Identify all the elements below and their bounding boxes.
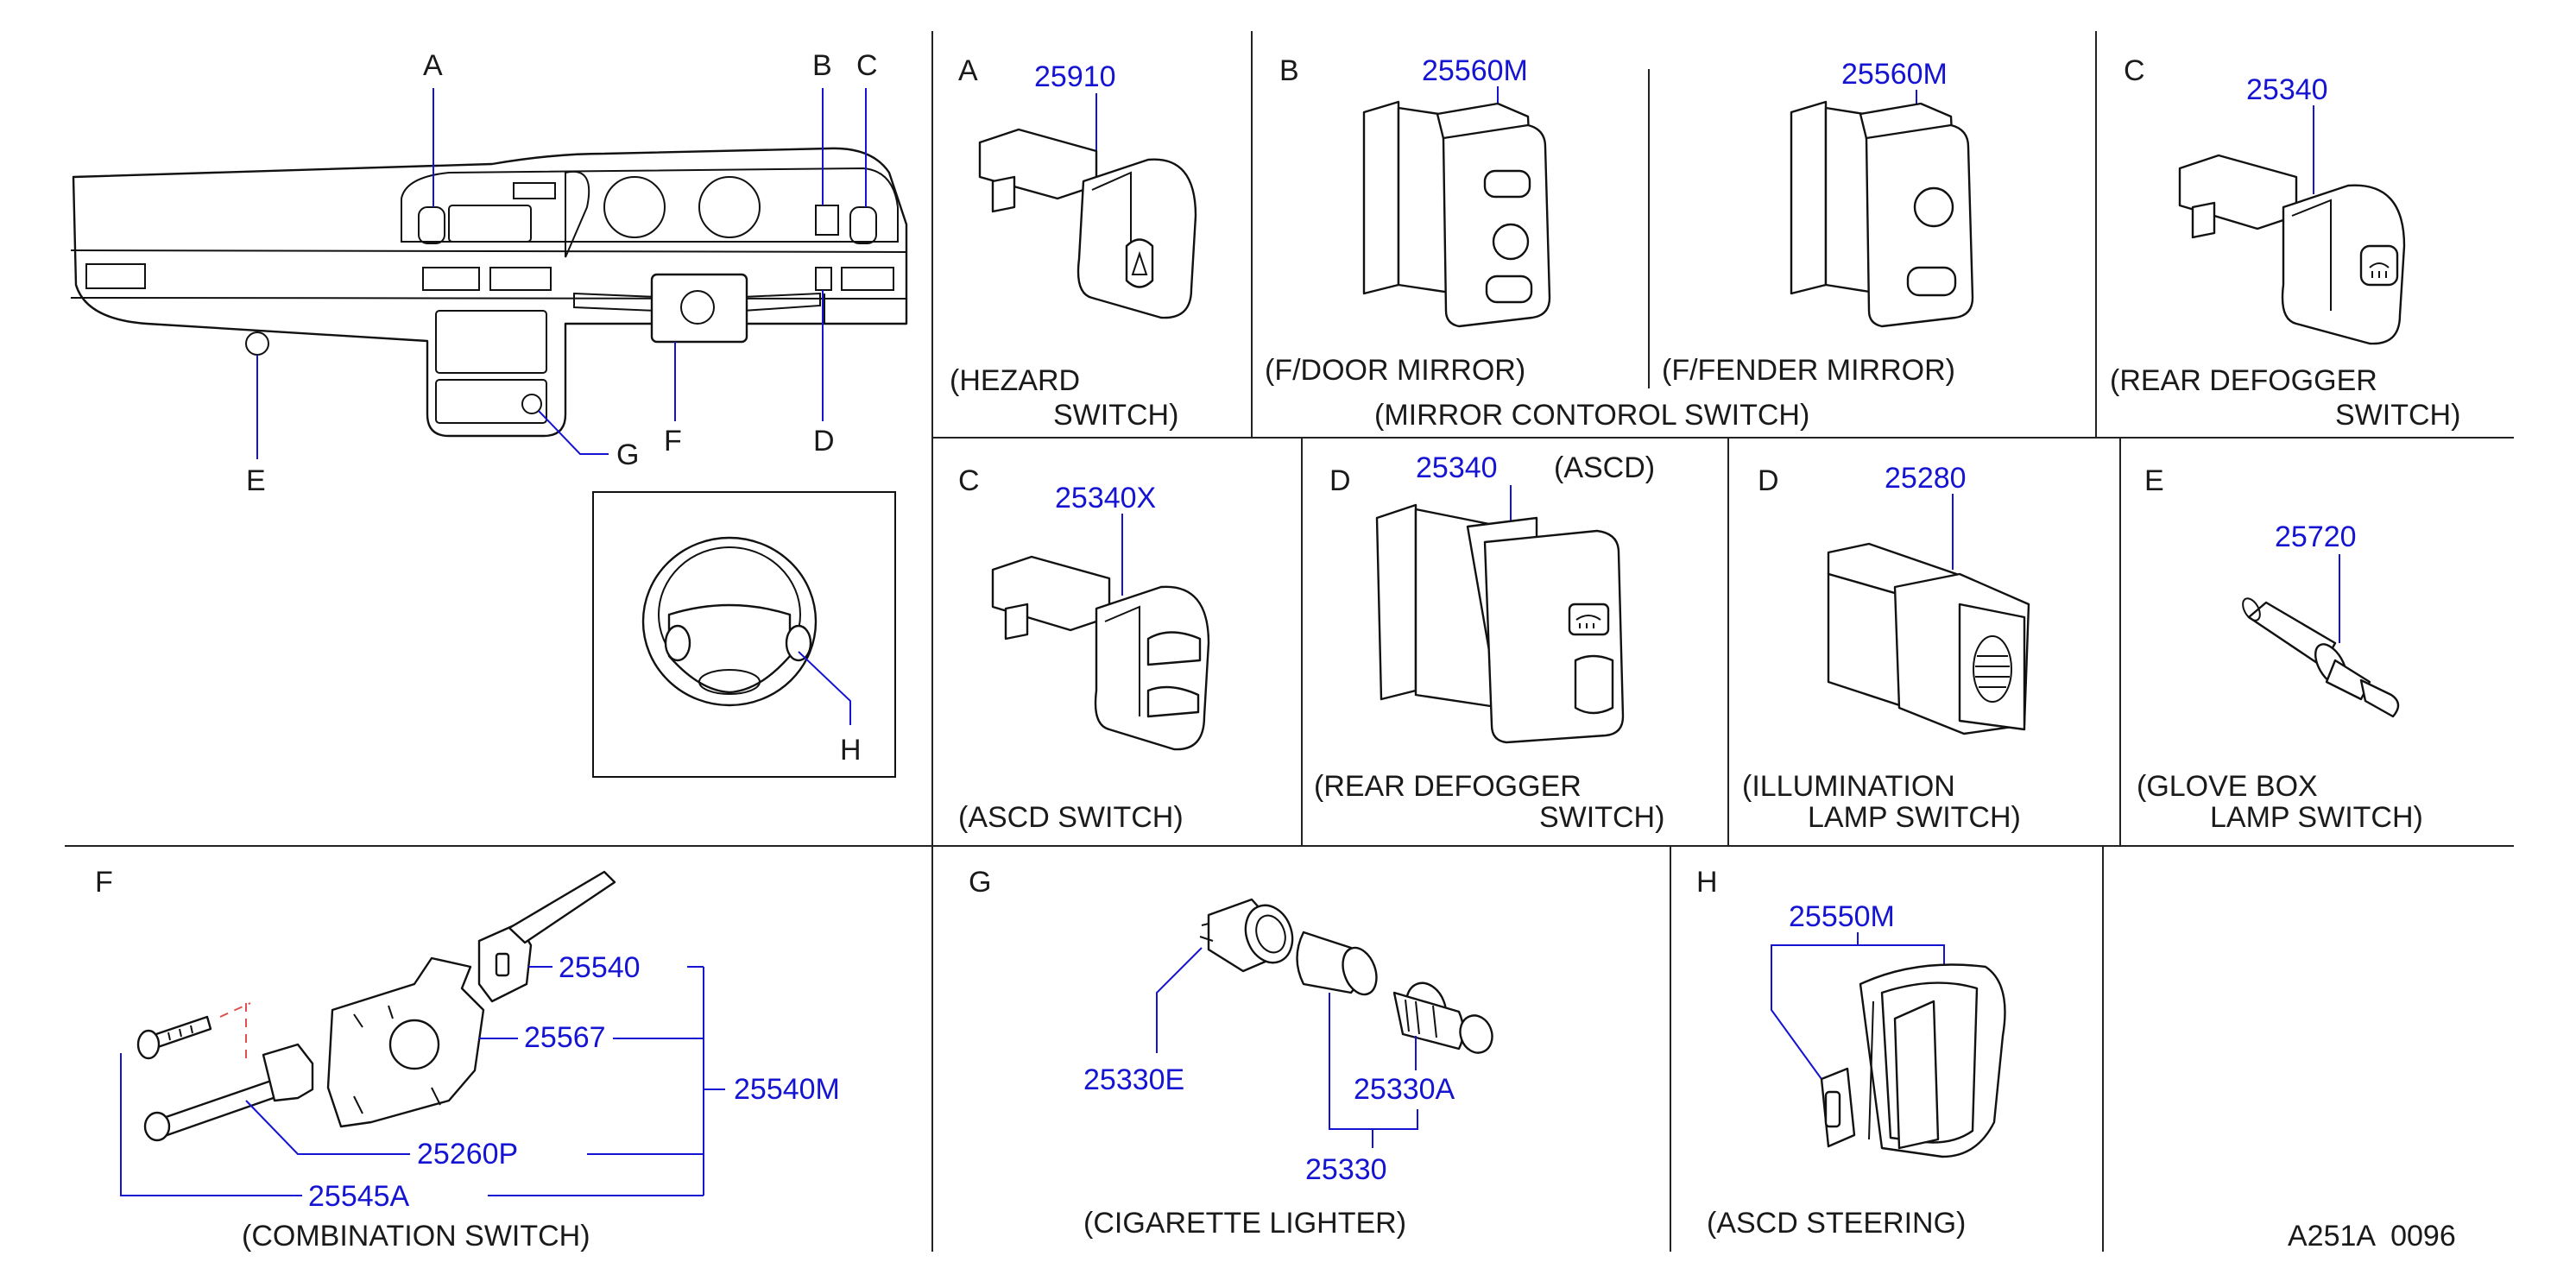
panel-letter: E xyxy=(2144,464,2164,497)
ascd-note: (ASCD) xyxy=(1554,451,1655,484)
panel-glove-box-switch: E 25720 (GLOVE BOX LAMP SWITCH) xyxy=(2137,464,2423,834)
dashboard-outline xyxy=(72,147,908,438)
panel-rear-defogger-d: D 25340 (ASCD) (REAR DEFOGGER SWITCH) xyxy=(1314,451,1664,834)
caption-line-1: (HEZARD xyxy=(950,364,1080,397)
part-number-25340x: 25340X xyxy=(1055,482,1156,514)
panel-letter: A xyxy=(958,54,978,87)
panel-cigarette-lighter: G 25330E 25330A 25330 (CIGARETTE LIGHTER… xyxy=(969,866,1493,1240)
panel-letter: B xyxy=(1279,54,1299,87)
overview-letter-d: D xyxy=(813,425,835,458)
part-number-25540m: 25540M xyxy=(734,1073,840,1106)
overview-letter-b: B xyxy=(812,49,832,82)
panel-ascd-switch: C 25340X (ASCD SWITCH) xyxy=(958,464,1210,834)
steering-wheel-inset: H xyxy=(592,491,896,778)
caption-line-1: (REAR DEFOGGER xyxy=(1314,770,1582,803)
part-number-25260p: 25260P xyxy=(417,1138,518,1171)
part-number-25567: 25567 xyxy=(524,1021,606,1054)
panel-letter: D xyxy=(1758,464,1779,497)
caption: (F/DOOR MIRROR) xyxy=(1265,354,1525,387)
caption-line-2: SWITCH) xyxy=(1053,399,1178,432)
overview-letter-a: A xyxy=(423,49,443,82)
panel-letter: C xyxy=(2124,54,2145,87)
caption-line-2: LAMP SWITCH) xyxy=(2210,801,2423,834)
caption-line-2: SWITCH) xyxy=(2335,399,2460,432)
part-number-25720: 25720 xyxy=(2275,521,2357,553)
panel-grid xyxy=(65,31,2514,1252)
mirror-group-caption: (MIRROR CONTOROL SWITCH) xyxy=(1374,399,1809,432)
part-number-25560m-fender: 25560M xyxy=(1841,58,1948,91)
part-number-25340-ascd: 25340 xyxy=(1416,451,1498,484)
panel-letter: D xyxy=(1329,464,1351,497)
part-number-25330: 25330 xyxy=(1305,1153,1387,1186)
overview-letter-c: C xyxy=(856,49,878,82)
dashboard-overview: A B C D E F G xyxy=(70,49,908,497)
panel-fender-mirror-switch: 25560M (F/FENDER MIRROR) xyxy=(1662,58,1974,387)
panel-hazard-switch: A 25910 (HEZARD SWITCH) xyxy=(950,54,1197,432)
overview-letter-g: G xyxy=(616,439,639,471)
caption-line-1: (GLOVE BOX xyxy=(2137,770,2318,803)
caption-line-1: (REAR DEFOGGER xyxy=(2110,364,2377,397)
part-number-25545a: 25545A xyxy=(308,1180,410,1213)
panel-illumination-switch: D 25280 (ILLUMINATION LAMP SWITCH) xyxy=(1742,462,2030,834)
part-number-25330a: 25330A xyxy=(1354,1073,1455,1106)
overview-letter-f: F xyxy=(664,425,682,458)
panel-door-mirror-switch: B 25560M (F/DOOR MIRROR) xyxy=(1265,54,1551,387)
drawing-id: A251A 0096 xyxy=(2288,1220,2456,1253)
panel-combination-switch: F 25540 25567 25540M 25260P 25545A xyxy=(95,866,840,1253)
caption: (ASCD STEERING) xyxy=(1707,1207,1966,1240)
part-number-25330e: 25330E xyxy=(1083,1063,1184,1096)
part-number-25560m: 25560M xyxy=(1422,54,1528,87)
caption: (CIGARETTE LIGHTER) xyxy=(1083,1207,1406,1240)
panel-letter: F xyxy=(95,866,113,899)
caption: (F/FENDER MIRROR) xyxy=(1662,354,1955,387)
caption: (ASCD SWITCH) xyxy=(958,801,1184,834)
caption: (COMBINATION SWITCH) xyxy=(242,1220,590,1253)
panel-ascd-steering: H 25550M (ASCD STEERING) xyxy=(1696,866,2006,1240)
panel-letter: G xyxy=(969,866,991,899)
part-number-25340: 25340 xyxy=(2246,73,2328,106)
part-number-25280: 25280 xyxy=(1885,462,1967,495)
caption-line-2: SWITCH) xyxy=(1539,801,1664,834)
panel-rear-defogger-c: C 25340 (REAR DEFOGGER SWITCH) xyxy=(2110,54,2460,432)
caption-line-1: (ILLUMINATION xyxy=(1742,770,1955,803)
caption-line-2: LAMP SWITCH) xyxy=(1808,801,2021,834)
overview-letter-h: H xyxy=(840,734,862,767)
overview-letter-e: E xyxy=(246,464,266,497)
part-number-25540: 25540 xyxy=(559,951,641,984)
panel-letter: H xyxy=(1696,866,1718,899)
panel-letter: C xyxy=(958,464,980,497)
part-number-25910: 25910 xyxy=(1034,60,1116,93)
part-number-25550m: 25550M xyxy=(1789,900,1895,933)
